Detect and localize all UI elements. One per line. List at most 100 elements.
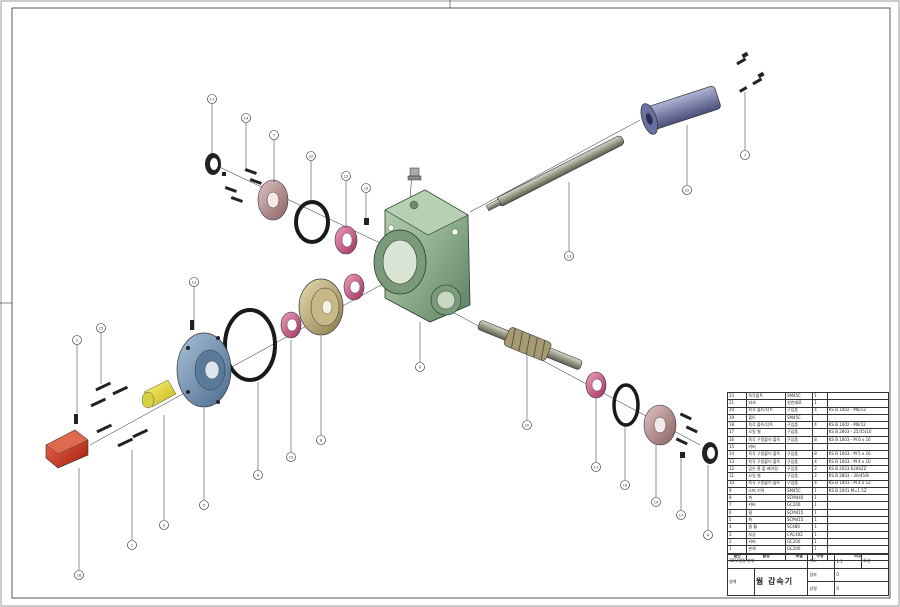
balloon-label: 14	[654, 500, 659, 504]
bom-cell: 커버	[746, 443, 786, 452]
bom-cell: 17	[726, 428, 748, 437]
balloon-circle	[703, 530, 713, 540]
bom-cell: 1	[812, 501, 828, 510]
bearing-seal-upper	[334, 225, 358, 255]
balloon-label: 4	[707, 533, 710, 537]
bom-cell	[826, 443, 890, 452]
bom-cell: 1	[812, 530, 828, 539]
balloon-label: 11	[594, 465, 598, 469]
bom-cell: 축	[746, 494, 786, 503]
balloon-label: 6	[257, 473, 259, 477]
bom-cell: 구입품	[784, 435, 814, 445]
bom-cell: 1	[812, 494, 828, 503]
bom-cell: 4	[726, 523, 748, 532]
scale-label: 척도	[807, 554, 836, 569]
balloon-label: 11	[210, 97, 214, 101]
bom-cell: 오일 씰	[746, 472, 786, 481]
bom-cell: KS B 2803 - 30/45/8	[826, 472, 890, 481]
bearing-seal-left	[280, 311, 302, 339]
bom-cell: 구입품	[784, 421, 814, 430]
bom-cell: 스퍼 기어	[746, 486, 786, 496]
name-value: 0	[834, 581, 889, 596]
bom-cell: 2	[812, 472, 828, 481]
balloon-circle	[522, 420, 532, 430]
bom-cell: 웜	[746, 508, 786, 518]
bom-cell: 구입품	[784, 428, 814, 437]
balloon-circle	[199, 500, 209, 510]
bom-cell: 육각 볼트/너트	[746, 421, 786, 430]
bom-cell: 육각 구멍붙이 볼트	[746, 457, 786, 466]
bom-cell: 오일 씰	[746, 428, 786, 437]
bom-cell: KS B 1003 - M 6 x 16	[826, 435, 890, 445]
bom-cell: KS B 1002 - M6/12	[826, 421, 890, 430]
title-block: 3D모델링 과제 척도 1:1 투상 설계 웜 감속기 일자 0 성명 0	[726, 554, 889, 597]
bom-cell	[826, 545, 890, 554]
bom-cell: 2	[812, 464, 828, 474]
balloon-label: 19	[364, 186, 368, 190]
bom-cell: GC200	[784, 537, 814, 547]
bom-cell: 1	[812, 486, 828, 496]
bom-cell: SM45C	[784, 413, 814, 423]
bom-cell: KS B 1003 - M 5 x 16	[826, 450, 890, 459]
bom-cell: 8	[812, 450, 828, 459]
balloon-circle	[415, 362, 425, 372]
bom-cell: SM45C	[784, 391, 814, 401]
bom-cell: 구입품	[784, 457, 814, 466]
bom-cell: 깊은 홈 볼 베어링	[746, 464, 786, 474]
bom-cell: KS B 1003 - M 4 x 12	[826, 479, 890, 488]
bom-cell: 와셔	[746, 399, 786, 408]
flange-cover-lower-right	[643, 404, 677, 446]
balloon-circle	[286, 452, 296, 462]
bom-cell: 14	[726, 450, 748, 459]
bom-cell: KS B 2023 6206ZZ	[826, 464, 890, 474]
bolt-set-upper-left	[222, 168, 262, 203]
breather-plug	[407, 167, 422, 181]
bom-cell: 육각 볼트/너트	[746, 406, 786, 415]
bom-cell: 구입품	[784, 472, 814, 481]
oil-seal-upper-left	[205, 153, 221, 175]
gasket-large	[223, 308, 277, 382]
balloon-label: 17	[679, 513, 683, 517]
bom-cell: 4	[812, 457, 828, 466]
drawing-name: 웜 감속기	[753, 567, 809, 597]
bom-cell	[826, 508, 890, 518]
projection-label: 투상	[861, 554, 889, 569]
bom-cell: KS B 2803 - 25/35/10	[826, 428, 890, 437]
balloon-circle	[676, 510, 686, 520]
bom-cell: 1	[812, 523, 828, 532]
balloon-circle	[361, 183, 371, 193]
balloon-circle	[341, 171, 351, 181]
bom-cell: 1	[812, 537, 828, 547]
balloon-label: 10	[623, 483, 627, 487]
balloon-circle	[207, 94, 217, 104]
bom-cell	[826, 494, 890, 503]
bom-cell: 15	[726, 443, 748, 452]
blue-flange-cover	[176, 332, 232, 408]
bom-cell	[812, 428, 828, 437]
bom-cell: 8	[726, 494, 748, 503]
balloon-label: 7	[744, 153, 746, 157]
balloon-label: 13	[567, 254, 571, 258]
balloon-circle	[316, 435, 326, 445]
bom-cell: 구입품	[784, 464, 814, 474]
bom-cell	[826, 523, 890, 532]
bom-cell: 1	[812, 399, 828, 408]
balloon-label: 22	[309, 154, 313, 158]
bearing-seal-lower-right	[585, 371, 607, 399]
project-title: 3D모델링 과제	[726, 554, 809, 569]
bom-cell: 육각 구멍붙이 볼트	[746, 435, 786, 445]
balloon-circle	[651, 497, 661, 507]
design-label: 설계	[727, 567, 755, 597]
worm-shaft	[477, 320, 583, 370]
